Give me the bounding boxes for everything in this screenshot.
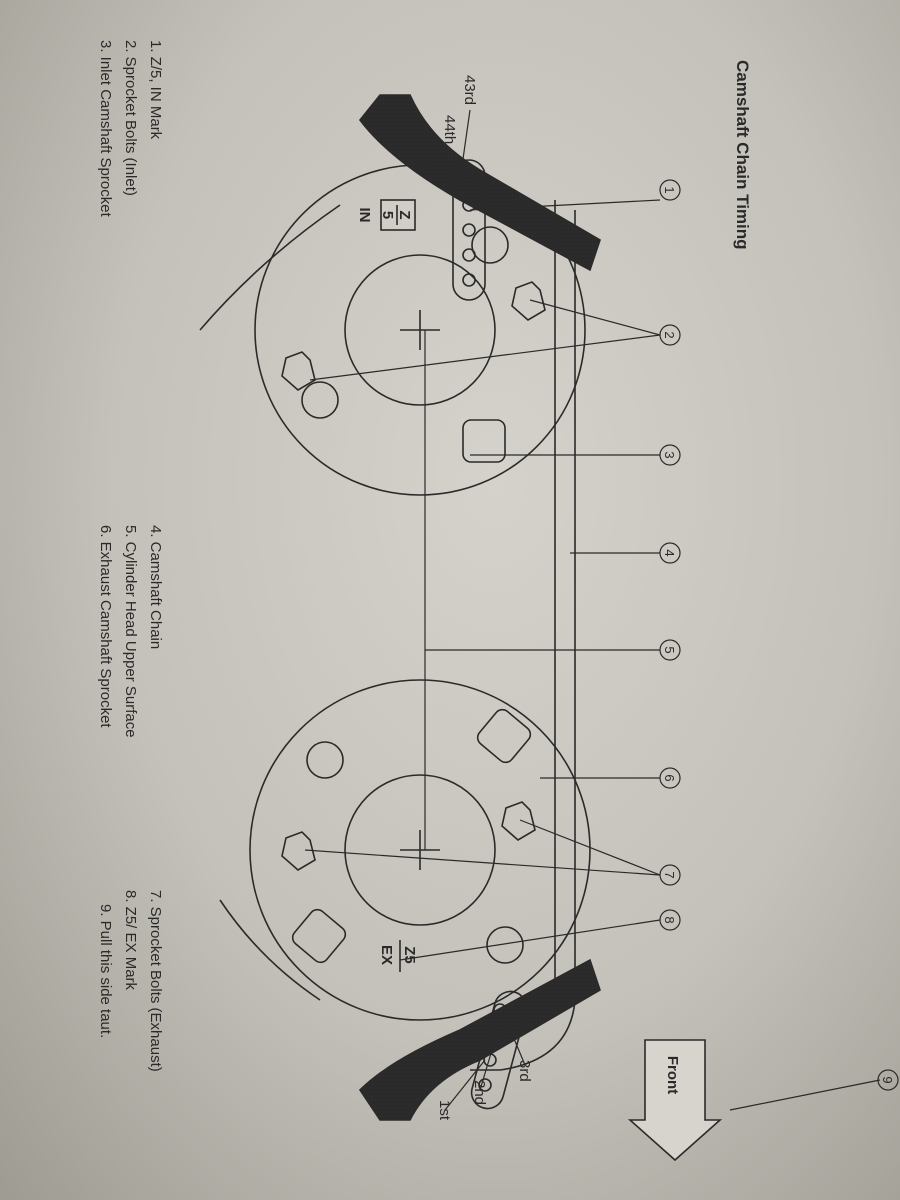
callout-label: 9 <box>880 1076 895 1083</box>
legend-item: 9. Pull this side taut. <box>97 904 114 1039</box>
bolt-icon <box>511 281 546 321</box>
in-mark-5: 5 <box>379 211 396 219</box>
legend-item: 2. Sprocket Bolts (Inlet) <box>122 40 139 196</box>
legend-item: 7. Sprocket Bolts (Exhaust) <box>147 890 164 1072</box>
in-mark-text: IN <box>356 208 373 223</box>
bolt-icon <box>501 801 536 841</box>
legend-item: 4. Camshaft Chain <box>147 525 164 650</box>
callout-label: 5 <box>662 646 677 653</box>
legend-item: 1. Z/5, IN Mark <box>147 40 164 140</box>
legend-item: 6. Exhaust Camshaft Sprocket <box>97 525 114 728</box>
callout-label: 7 <box>662 871 677 878</box>
callout-4 <box>659 542 681 564</box>
callout-3 <box>659 444 681 466</box>
cylinder-head-inlet <box>358 94 601 272</box>
callout-9 <box>877 1069 899 1091</box>
cylinder-head-exhaust <box>358 958 601 1121</box>
pin-label-43rd: 43rd <box>461 75 478 105</box>
callout-2 <box>659 324 681 346</box>
bolt-icon <box>281 351 316 391</box>
legend-item: 3. Inlet Camshaft Sprocket <box>97 40 114 217</box>
pin-label-1st: 1st <box>436 1100 453 1121</box>
chain-links-exhaust <box>470 990 528 1110</box>
exhaust-camshaft-sprocket <box>249 679 591 1021</box>
front-label: Front <box>664 1056 681 1094</box>
callout-label: 1 <box>662 186 677 193</box>
callout-label: 2 <box>662 331 677 338</box>
callout-markers <box>659 179 899 1091</box>
callout-6 <box>659 767 681 789</box>
legend-col-1: 1. Z/5, IN Mark 2. Sprocket Bolts (Inlet… <box>93 40 168 217</box>
legend-item: 8. Z5/ EX Mark <box>122 890 139 991</box>
legend-col-3: 7. Sprocket Bolts (Exhaust) 8. Z5/ EX Ma… <box>93 890 168 1072</box>
ex-mark-text: EX <box>378 945 395 965</box>
legend-item: 5. Cylinder Head Upper Surface <box>122 525 139 738</box>
camshaft-chain <box>470 210 576 1071</box>
front-arrow-icon <box>627 1039 723 1162</box>
in-mark-z: Z <box>396 210 413 219</box>
callout-7 <box>659 864 681 886</box>
callout-label: 3 <box>662 451 677 458</box>
bolt-icon <box>281 831 316 871</box>
pin-label-44th: 44th <box>441 115 458 144</box>
callout-label: 6 <box>662 774 677 781</box>
pin-label-3rd: 3rd <box>516 1060 533 1082</box>
callout-label: 4 <box>662 549 677 556</box>
inlet-camshaft-sprocket <box>254 164 586 496</box>
callout-label: 8 <box>662 916 677 923</box>
legend-col-2: 4. Camshaft Chain 5. Cylinder Head Upper… <box>93 525 168 738</box>
callout-1 <box>659 179 681 201</box>
leader-lines <box>304 109 881 1111</box>
pin-label-2nd: 2nd <box>471 1080 488 1105</box>
chain-links-inlet <box>452 159 486 301</box>
callout-8 <box>659 909 681 931</box>
ex-mark-z5: Z5 <box>401 946 418 964</box>
callout-5 <box>659 639 681 661</box>
